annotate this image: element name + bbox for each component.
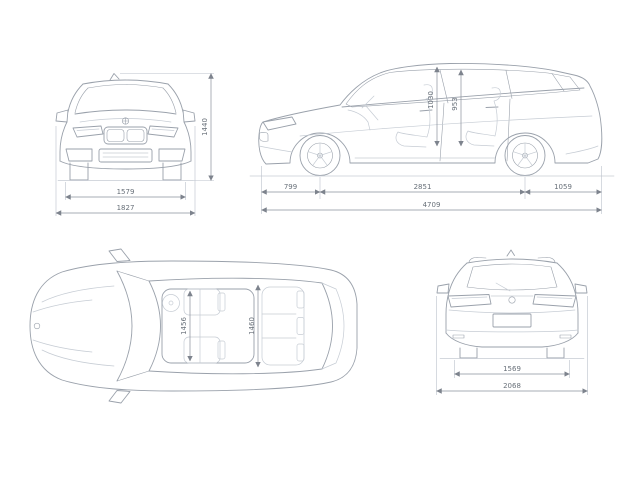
- side-body-outline: [258, 62, 603, 165]
- dim-front-headroom-value: 1030: [427, 91, 435, 109]
- dim-length-value: 4709: [423, 201, 441, 209]
- driver-seat: [183, 288, 221, 316]
- rear-view: 1569 2068: [436, 249, 588, 395]
- side-view: 1030 953 799 2851 1059 4709: [249, 62, 615, 214]
- rear-right-wheel: [546, 347, 565, 359]
- front-left-wheel: [69, 162, 89, 181]
- rear-dimensions: 1569 2068: [436, 296, 588, 395]
- top-view: 1456 1460: [29, 248, 358, 404]
- left-mirror-icon: [55, 109, 69, 123]
- right-mirror-icon: [108, 390, 131, 404]
- left-mirror-icon: [436, 283, 450, 294]
- right-taillight-icon: [532, 294, 577, 308]
- dim-front-height-value: 1440: [201, 118, 209, 136]
- dim-rear-track-value: 1569: [503, 365, 521, 373]
- glasshouse: [345, 68, 581, 108]
- dim-rear-overhang-value: 1059: [554, 183, 572, 191]
- steering-wheel-icon: [162, 294, 180, 312]
- right-mirror-icon: [574, 283, 588, 294]
- front-view: 1579 1827 1440: [55, 73, 214, 216]
- brand-roundel-icon: [508, 296, 516, 304]
- left-headlight-icon: [72, 125, 104, 138]
- roof-rails: [468, 257, 556, 263]
- rear-car-drawing: [436, 249, 588, 359]
- front-seat: [395, 84, 433, 148]
- dim-front-overhang-value: 799: [284, 183, 297, 191]
- dim-rear-headroom-value: 953: [451, 97, 459, 110]
- license-plate: [492, 313, 532, 328]
- antenna-fin-icon: [109, 73, 120, 81]
- rear-bench: [261, 286, 305, 366]
- side-headlight-icon: [262, 116, 297, 131]
- panoramic-roof: [161, 288, 255, 364]
- front-dimensions: 1579 1827 1440: [55, 73, 214, 216]
- rear-wheel-rim: [512, 142, 538, 169]
- grille-icon: [103, 126, 148, 145]
- right-mirror-icon: [182, 109, 196, 123]
- left-taillight-icon: [447, 294, 492, 308]
- top-dimensions: 1456 1460: [180, 284, 261, 368]
- brand-roundel-icon: [33, 322, 41, 330]
- dim-front-interior-width-value: 1456: [180, 317, 188, 335]
- rear-left-wheel: [459, 347, 478, 359]
- front-wheel-tire: [299, 135, 341, 176]
- antenna-fin-icon: [506, 249, 515, 257]
- side-dimensions: 1030 953 799 2851 1059 4709: [261, 66, 602, 214]
- dim-front-track-value: 1579: [117, 188, 135, 196]
- dim-front-width-value: 1827: [117, 204, 135, 212]
- front-car-drawing: [55, 73, 196, 181]
- front-wheel-rim: [307, 142, 333, 169]
- dim-rear-width-value: 2068: [503, 382, 521, 390]
- right-headlight-icon: [147, 125, 179, 138]
- front-right-wheel: [162, 162, 182, 181]
- rear-seat: [465, 87, 501, 147]
- top-body-outline: [29, 260, 358, 392]
- dim-rear-interior-width-value: 1460: [248, 317, 256, 335]
- rear-wheel-tire: [504, 135, 546, 176]
- rear-window: [466, 263, 558, 291]
- left-mirror-icon: [108, 248, 131, 262]
- passenger-seat: [183, 336, 221, 364]
- side-car-drawing: [249, 62, 615, 177]
- top-car-drawing: [29, 248, 358, 404]
- dim-wheelbase-value: 2851: [414, 183, 432, 191]
